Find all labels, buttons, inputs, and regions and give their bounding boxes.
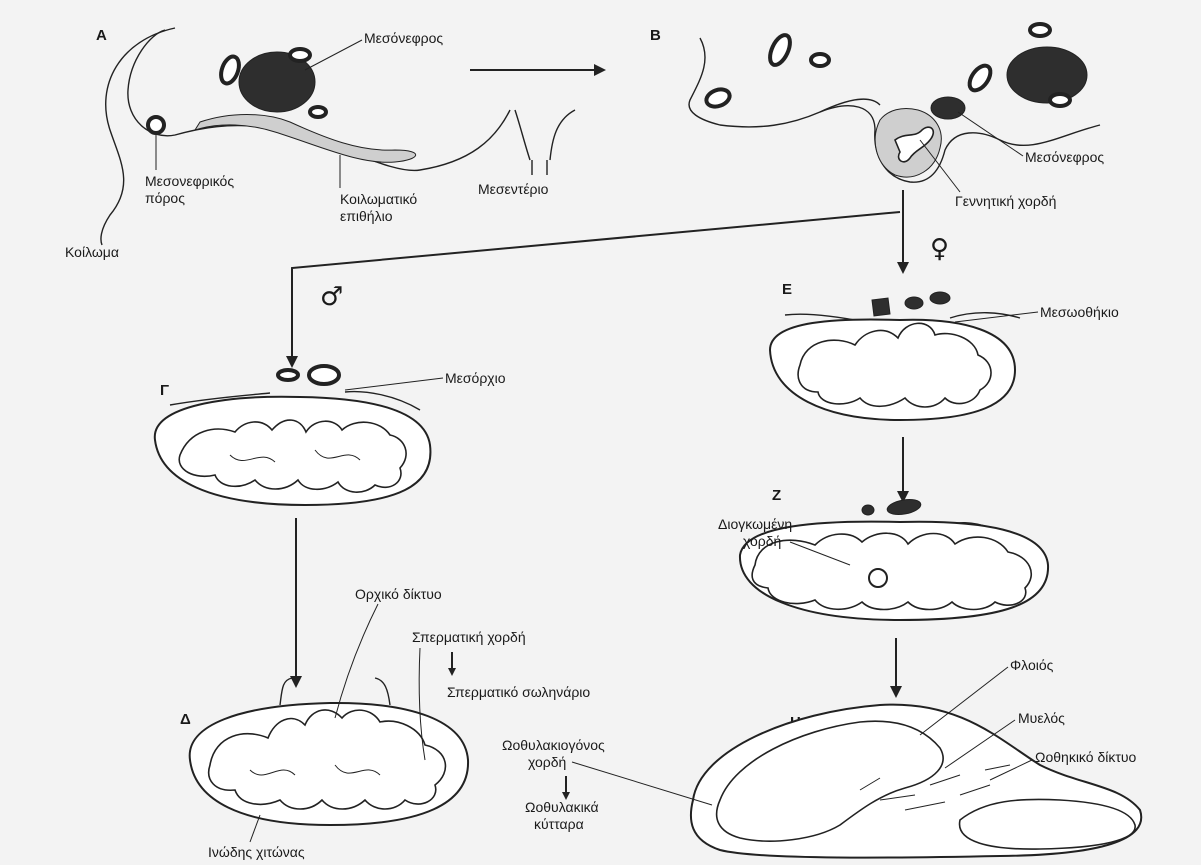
label-rete-testis: Ορχικό δίκτυο <box>355 586 442 602</box>
body-wall-a <box>101 28 175 245</box>
tubule-b-5 <box>1030 24 1050 36</box>
rete-z-1 <box>862 505 874 515</box>
leader-mesorchium <box>345 378 443 390</box>
label-coelom: Κοίλωμα <box>65 244 119 260</box>
tubule-a-3 <box>310 107 326 117</box>
mesorchium-shape-d <box>280 678 390 705</box>
leader-tunica <box>250 815 260 842</box>
panel-b-letter: Β <box>650 27 661 44</box>
label-swollen-cord-1: Διογκωμένη <box>718 516 792 532</box>
male-symbol: ♂ <box>320 282 343 312</box>
rete-e <box>872 298 890 316</box>
panel-a: Α Μεσόνεφρος Μεσονεφρικός πόρος Κοιλωματ… <box>65 27 575 260</box>
panel-b: Β Μεσόνεφρος Γεννητική χορδή <box>650 24 1104 209</box>
label-follicle-cord-1: Ωοθυλακιογόνος <box>502 737 605 753</box>
panel-d-letter: Δ <box>180 711 191 728</box>
tubule-a-2 <box>290 49 310 61</box>
panel-d: Δ Ορχικό δίκτυο Σπερματική χορδή Σπερματ… <box>180 586 590 860</box>
panel-e: Ε Μεσωοθήκιο <box>770 281 1119 420</box>
panel-e-letter: Ε <box>782 281 792 298</box>
label-mesentery: Μεσεντέριο <box>478 181 549 197</box>
label-tunica: Ινώδης χιτώνας <box>208 844 305 860</box>
ovary-cords-z <box>752 533 1031 609</box>
tubule-b-3 <box>811 54 829 66</box>
tubule-b-1 <box>766 32 794 68</box>
label-follicle-cells-2: κύτταρα <box>534 816 584 832</box>
tubule-e-2 <box>930 292 950 304</box>
panel-z: Ζ Διογκωμένη χορδή <box>718 487 1048 620</box>
lumen-z <box>869 569 887 587</box>
coelom-wall-b <box>820 106 1100 182</box>
label-coelomic-epi-2: επιθήλιο <box>340 208 393 224</box>
tubule-b-6 <box>1050 94 1070 106</box>
label-genital-cord: Γεννητική χορδή <box>955 193 1056 209</box>
label-cortex: Φλοιός <box>1010 657 1054 673</box>
panel-g-letter: Γ <box>160 382 169 399</box>
label-sperm-cord: Σπερματική χορδή <box>412 629 526 645</box>
mesonephros-b-mass <box>1007 47 1087 103</box>
leader-rete-testis <box>335 604 378 718</box>
label-follicle-cells-1: Ωοθυλακικά <box>525 799 599 815</box>
mesentery-shape <box>515 110 575 175</box>
female-symbol: ♀ <box>930 234 949 264</box>
panel-h: Η Φλοιός Μυελός Ωοθηκικό δίκτυο Ωοθυλακι… <box>502 657 1141 858</box>
label-medulla: Μυελός <box>1018 710 1065 726</box>
tubule-b-2 <box>704 86 732 109</box>
panel-z-letter: Ζ <box>772 487 781 504</box>
label-mesonephros-b: Μεσόνεφρος <box>1025 149 1104 165</box>
rete-z-2 <box>886 497 922 517</box>
label-rete-ovarii: Ωοθηκικό δίκτυο <box>1035 749 1137 765</box>
ovary-periphery-h <box>960 799 1136 849</box>
label-follicle-cord-2: χορδή <box>528 754 566 770</box>
leader-mesonephros-b <box>958 112 1023 156</box>
label-mesorchium: Μεσόρχιο <box>445 370 506 386</box>
label-mesovarium: Μεσωοθήκιο <box>1040 304 1119 320</box>
coelom-wall-a <box>128 30 510 170</box>
mesonephric-duct-shape <box>148 117 164 133</box>
tubule-b-4 <box>965 62 994 94</box>
mesonephros-b-shape <box>931 97 965 119</box>
panel-a-letter: Α <box>96 27 107 44</box>
panel-g: Γ Μεσόρχιο <box>155 366 506 505</box>
label-mesonephric-duct-1: Μεσονεφρικός <box>145 173 234 189</box>
tubule-e-1 <box>905 297 923 309</box>
tubule-g-1 <box>278 370 298 380</box>
label-mesonephros-a: Μεσόνεφρος <box>364 30 443 46</box>
tubule-g-2 <box>309 366 339 384</box>
label-coelomic-epi-1: Κοιλωματικό <box>340 191 417 207</box>
label-mesonephric-duct-2: πόρος <box>145 190 185 206</box>
label-seminiferous-tubule: Σπερματικό σωληνάριο <box>447 684 590 700</box>
leader-mesonephros-a <box>305 40 362 70</box>
label-swollen-cord-2: χορδή <box>743 533 781 549</box>
coelomic-epithelium-band <box>195 115 416 163</box>
